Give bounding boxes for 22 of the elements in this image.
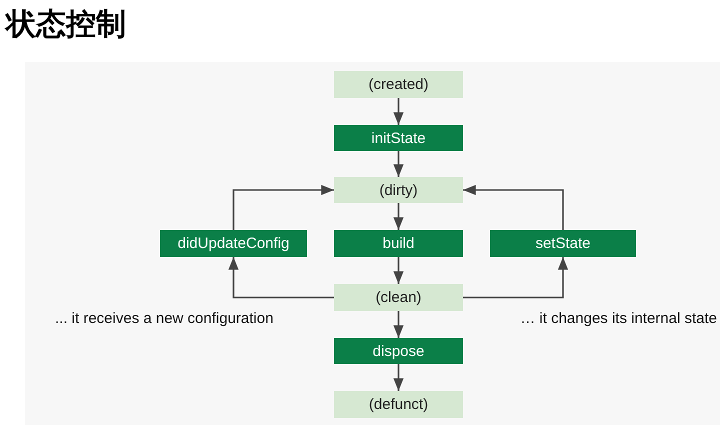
arrow (228, 257, 334, 298)
arrow (393, 151, 404, 177)
arrow (463, 257, 568, 298)
title: 状态控制 (6, 6, 126, 44)
method-box: initState (334, 125, 463, 151)
arrow (232, 184, 334, 230)
method-box: didUpdateConfig (160, 230, 307, 257)
state-box: (created) (334, 71, 463, 98)
arrow (393, 98, 404, 125)
arrow (393, 203, 404, 230)
note-text: … it changes its internal state (520, 310, 717, 327)
state-box: (clean) (334, 284, 463, 311)
method-box: setState (490, 230, 636, 257)
arrow (393, 311, 404, 338)
method-box: dispose (334, 338, 463, 364)
method-box: build (334, 230, 463, 257)
arrow (393, 257, 404, 284)
state-box: (dirty) (334, 177, 463, 203)
arrow (393, 364, 404, 391)
note-text: ... it receives a new configuration (55, 310, 274, 327)
state-box: (defunct) (334, 391, 463, 418)
arrow (463, 184, 564, 230)
